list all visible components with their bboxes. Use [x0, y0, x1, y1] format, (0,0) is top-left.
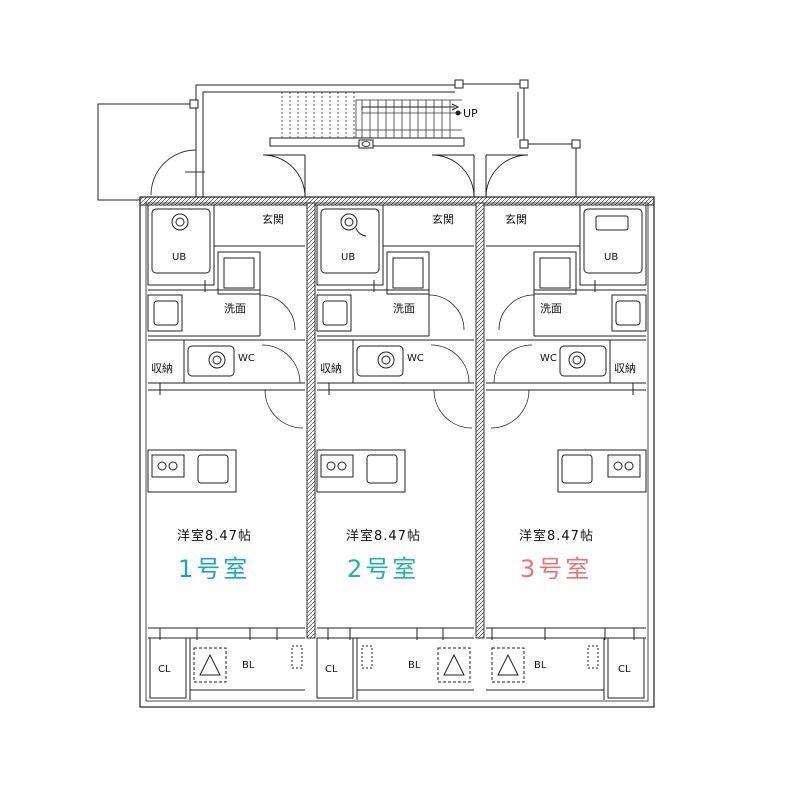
unit-1 [147, 154, 306, 700]
building-outline [139, 196, 655, 708]
unit3-senmen-label: 洗面 [540, 302, 562, 315]
unit1-wc-label: WC [238, 353, 255, 364]
unit1-genkan-label: 玄関 [262, 212, 284, 226]
unit3-wc-label: WC [540, 353, 557, 364]
stair-symbol-icon [358, 139, 374, 149]
unit2-wc-label: WC [407, 353, 424, 364]
stairwell [195, 79, 581, 197]
unit3-room-size: 洋室8.47帖 [519, 528, 594, 544]
stair-up-label: UP [463, 107, 478, 120]
unit2-cl-label: CL [325, 664, 338, 675]
unit1-ub-label: UB [172, 252, 186, 263]
unit2-number: 2号室 [347, 555, 419, 583]
unit2-genkan-label: 玄関 [432, 212, 454, 226]
unit2-senmen-label: 洗面 [393, 302, 415, 315]
unit-3 [485, 154, 647, 700]
unit1-number: 1号室 [178, 555, 250, 583]
unit1-shuno-label: 収納 [151, 362, 173, 375]
door-ticks [159, 280, 635, 640]
unit3-bl-label: BL [534, 660, 547, 671]
unit2-shuno-label: 収納 [320, 362, 342, 375]
unit1-room-size: 洋室8.47帖 [177, 528, 252, 544]
unit3-genkan-label: 玄関 [505, 212, 527, 226]
unit1-senmen-label: 洗面 [224, 302, 246, 315]
unit3-cl-label: CL [618, 664, 631, 675]
unit2-bl-label: BL [408, 660, 421, 671]
unit3-ub-label: UB [604, 252, 618, 263]
stair-treads [281, 92, 462, 138]
unit-2 [316, 154, 475, 700]
unit1-cl-label: CL [158, 664, 171, 675]
entrance-door-left [150, 149, 205, 196]
unit2-ub-label: UB [341, 252, 355, 263]
unit3-shuno-label: 収納 [614, 362, 636, 375]
stair-up-arrow-icon [361, 103, 461, 116]
unit3-number: 3号室 [520, 555, 592, 583]
unit1-bl-label: BL [242, 660, 255, 671]
unit2-room-size: 洋室8.47帖 [346, 528, 421, 544]
annex-block [97, 99, 199, 201]
